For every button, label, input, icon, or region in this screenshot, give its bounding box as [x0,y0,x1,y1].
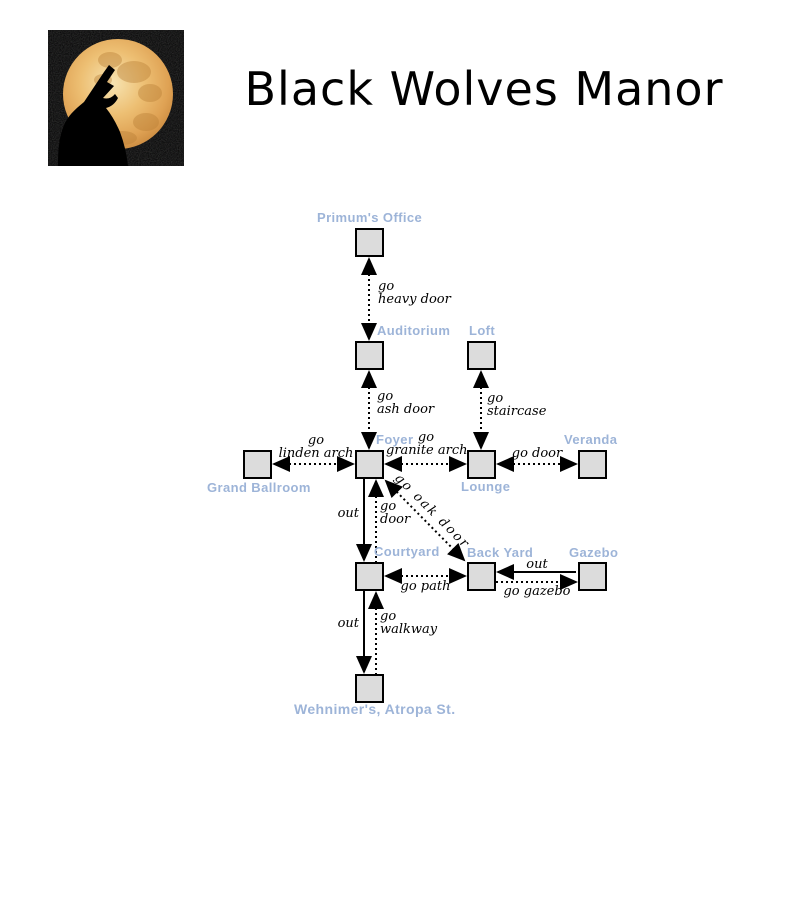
room-label-street: Wehnimer's, Atropa St. [294,701,456,717]
edge-label-line: staircase [487,404,547,419]
room-label-lounge: Lounge [461,479,511,494]
room-label-loft: Loft [469,323,496,338]
room-node-foyer [355,450,384,479]
edge-label-go-path: go path [400,579,451,594]
edge-label-ash-door: go ash door [377,390,434,416]
room-label-primums-office: Primum's Office [317,210,423,225]
edge-label-foyer-door: go door [380,500,410,526]
edge-label-line: granite arch [386,443,468,458]
edge-label-foyer-out: out [337,506,359,521]
room-label-foyer: Foyer [376,432,414,447]
edge-label-line: go [307,433,325,448]
room-label-auditorium: Auditorium [377,323,451,338]
edge-label-walkway: go walkway [380,610,437,636]
edge-label-line: ash door [377,402,435,417]
room-label-veranda: Veranda [564,432,618,447]
edge-label-granite-arch: go granite arch [386,430,468,458]
room-node-street [355,674,384,703]
wolf-moon-logo [48,30,184,166]
room-node-lounge [467,450,496,479]
room-node-gazebo [578,562,607,591]
room-label-grand-ballroom: Grand Ballroom [207,480,311,495]
wolf-silhouette-icon [58,65,128,166]
edge-label-gazebo-out: out [526,557,548,572]
edge-label-line: go [417,430,435,445]
room-label-back-yard: Back Yard [467,545,534,560]
page-title: Black Wolves Manor [244,62,724,116]
edge-label-line: heavy door [378,292,451,307]
edge-label-street-out: out [337,616,359,631]
room-label-courtyard: Courtyard [374,544,440,559]
edge-label-line: go [377,389,394,404]
edge-label-heavy-door: go heavy door [378,280,451,306]
edge-label-line: walkway [380,622,438,637]
edge-label-line: linden arch [278,446,354,461]
edge-label-line: go [380,609,397,624]
room-node-veranda [578,450,607,479]
edge-label-line: go [487,391,504,406]
edge-label-veranda-door: go door [511,446,563,461]
room-label-gazebo: Gazebo [569,545,619,560]
edge-label-line: go [380,499,397,514]
edge-label-line: door [380,512,411,527]
edge-label-line: go [378,279,395,294]
room-node-primums-office [355,228,384,257]
room-node-auditorium [355,341,384,370]
room-node-back-yard [467,562,496,591]
room-node-loft [467,341,496,370]
room-node-grand-ballroom [243,450,272,479]
edge-label-staircase: go staircase [487,392,546,418]
wolf-moon-image [48,30,184,166]
edge-label-go-gazebo: go gazebo [503,584,571,599]
edge-label-linden-arch: go linden arch [278,434,354,460]
room-node-courtyard [355,562,384,591]
